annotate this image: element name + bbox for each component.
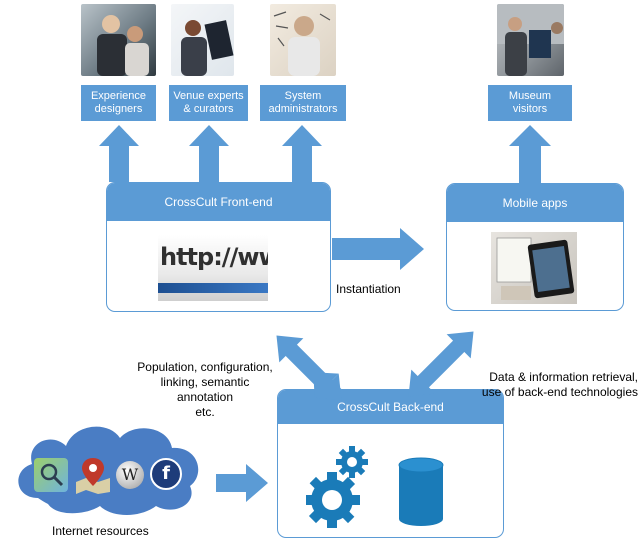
internet-resources-label: Internet resources [52, 524, 149, 538]
data-retrieval-label: Data & information retrieval, use of bac… [481, 370, 638, 399]
system-administrators-photo [270, 4, 336, 76]
internet-resources-cloud [18, 426, 199, 515]
mobile-apps-node: Mobile apps [446, 183, 624, 311]
facebook-icon: f [150, 458, 182, 490]
role-experience-designers: Experience designers [81, 85, 156, 121]
arrow-mobile-backend [408, 331, 474, 397]
mobile-apps-title: Mobile apps [447, 184, 623, 222]
venue-experts-photo [171, 4, 234, 76]
backend-node: CrossCult Back-end [277, 389, 504, 538]
tablet-photo [491, 232, 577, 304]
arrow-internet-to-backend [216, 464, 268, 502]
role-system-administrators: System administrators [260, 85, 346, 121]
arrow-to-museum-visitors [509, 125, 551, 183]
population-label: Population, configuration, linking, sema… [137, 360, 273, 419]
arrow-instantiation [332, 228, 424, 270]
wikipedia-icon: W [116, 461, 144, 489]
instantiation-label: Instantiation [336, 282, 401, 296]
frontend-node: CrossCult Front-end http://www [106, 182, 331, 312]
arrow-to-venue-experts [189, 125, 229, 182]
map-pin-icon [74, 456, 112, 494]
http-www-image: http://www [158, 235, 268, 301]
role-museum-visitors: Museum visitors [488, 85, 572, 121]
database-icon [398, 457, 444, 526]
frontend-title: CrossCult Front-end [107, 183, 330, 221]
experience-designers-photo [81, 4, 156, 76]
arrow-to-system-administrators [282, 125, 322, 182]
map-search-icon [34, 458, 68, 492]
http-www-text: http://www [160, 243, 268, 271]
arrow-frontend-backend [276, 335, 345, 404]
museum-visitors-photo [497, 4, 564, 76]
gears-icon [306, 446, 368, 528]
role-venue-experts: Venue experts & curators [169, 85, 248, 121]
arrow-to-experience-designers [99, 125, 139, 182]
